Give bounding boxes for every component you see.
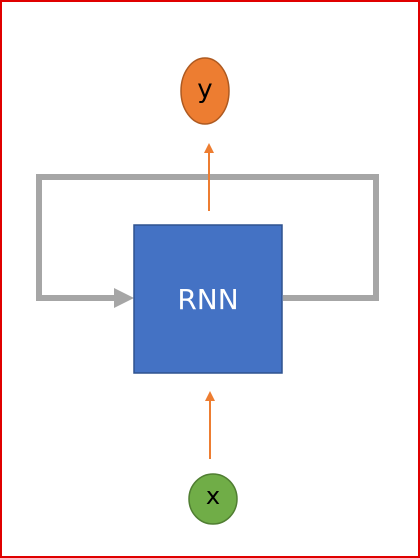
- recurrent-loop-arrowhead: [114, 288, 134, 308]
- recurrent-loop-connector: [36, 174, 379, 301]
- output-node-label: y: [197, 75, 212, 105]
- rnn-block-label: RNN: [177, 283, 238, 316]
- rnn-block: [133, 224, 283, 374]
- input-node-x: [188, 473, 238, 525]
- input-node-label: x: [206, 482, 220, 510]
- output-node-y: [180, 57, 230, 125]
